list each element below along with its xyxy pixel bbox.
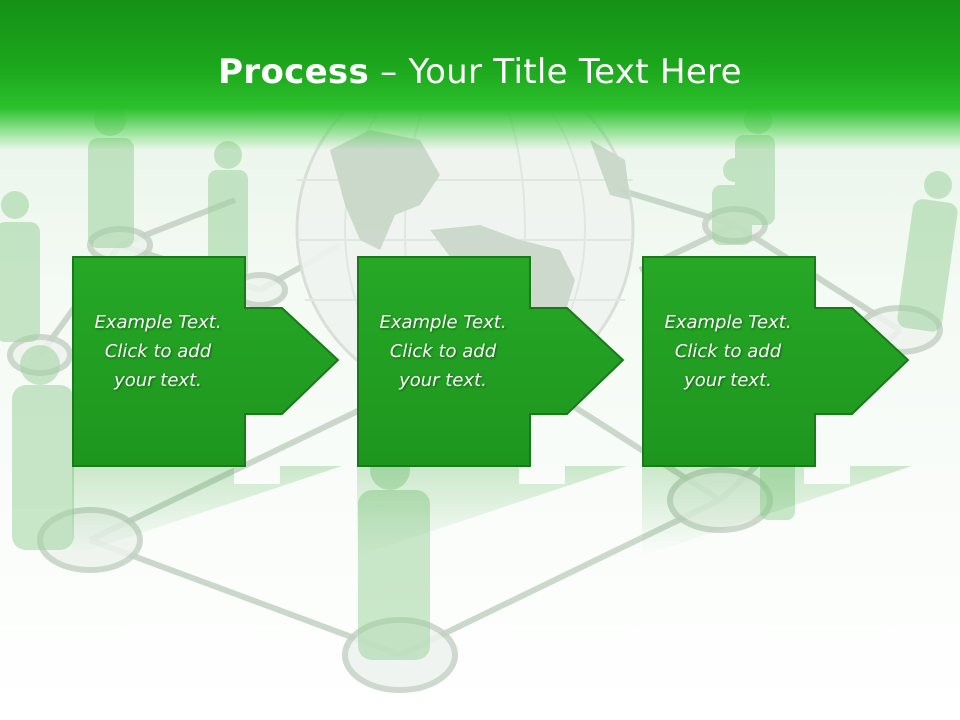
step-text-line: Example Text.	[664, 312, 792, 333]
step-text-line: your text.	[399, 370, 487, 391]
process-step-2[interactable]: Example Text. Click to add your text.	[357, 256, 695, 468]
step-text-line: your text.	[114, 370, 202, 391]
step-text-line: your text.	[684, 370, 772, 391]
slide-title[interactable]: Process – Your Title Text Here	[0, 52, 960, 92]
arrow-box-shape	[642, 256, 910, 467]
step-text-line: Example Text.	[379, 312, 507, 333]
title-bold: Process	[218, 52, 370, 92]
arrow-box-shape	[72, 256, 340, 467]
step-text[interactable]: Example Text. Click to add your text.	[357, 308, 529, 395]
step-text-line: Click to add	[104, 341, 212, 362]
step-text[interactable]: Example Text. Click to add your text.	[642, 308, 814, 395]
arrow-box-shape	[357, 256, 625, 467]
process-step-3[interactable]: Example Text. Click to add your text.	[642, 256, 960, 468]
title-rest: – Your Title Text Here	[369, 52, 742, 92]
step-text-line: Click to add	[389, 341, 497, 362]
step-text[interactable]: Example Text. Click to add your text.	[72, 308, 244, 395]
step-text-line: Example Text.	[94, 312, 222, 333]
title-bar	[0, 0, 960, 150]
process-step-1[interactable]: Example Text. Click to add your text.	[72, 256, 410, 468]
step-text-line: Click to add	[674, 341, 782, 362]
